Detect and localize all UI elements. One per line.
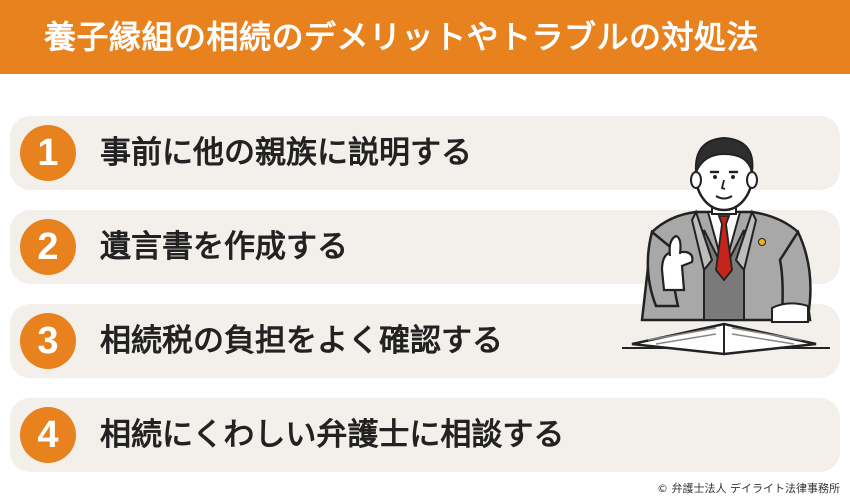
- list-item-text-2: 遺言書を作成する: [100, 229, 348, 265]
- list-item-4: 4 相続にくわしい弁護士に相談する: [10, 398, 840, 472]
- lawyer-with-book-thumbs-up-icon: [622, 136, 830, 356]
- number-badge-2: 2: [20, 219, 76, 275]
- list-item-text-4: 相続にくわしい弁護士に相談する: [100, 417, 565, 453]
- number-badge-1: 1: [20, 125, 76, 181]
- list-item-text-3: 相続税の負担をよく確認する: [100, 323, 503, 359]
- number-badge-3: 3: [20, 313, 76, 369]
- list-item-text-1: 事前に他の親族に説明する: [100, 135, 472, 171]
- number-badge-4: 4: [20, 407, 76, 463]
- page-title: 養子縁組の相続のデメリットやトラブルの対処法: [44, 18, 760, 56]
- copyright-credit: © 弁護士法人 デイライト法律事務所: [657, 482, 840, 495]
- header-banner: 養子縁組の相続のデメリットやトラブルの対処法: [0, 0, 850, 74]
